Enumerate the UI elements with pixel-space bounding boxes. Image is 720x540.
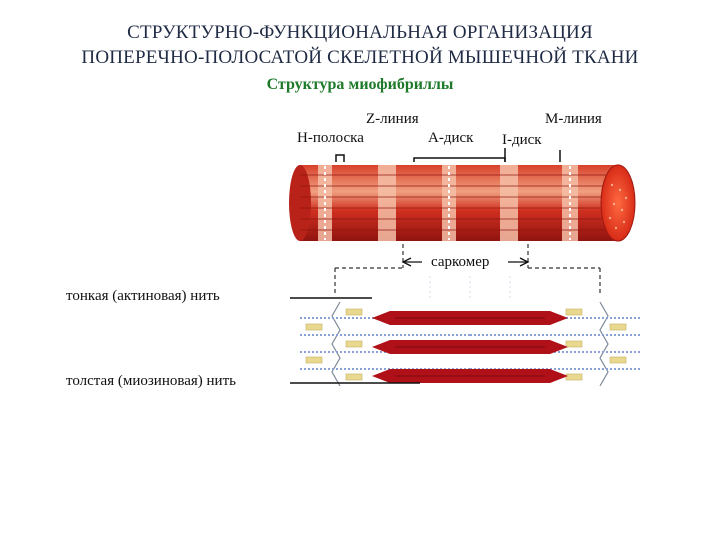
label-brackets	[335, 148, 561, 162]
title-line-1: СТРУКТУРНО-ФУНКЦИОНАЛЬНАЯ ОРГАНИЗАЦИЯ	[127, 22, 593, 43]
sarcomere-bracket	[334, 244, 601, 296]
thick-filament-label: толстая (миозиновая) нить	[66, 373, 236, 389]
z-line-label: Z-линия	[366, 111, 419, 127]
z-lines	[331, 301, 609, 387]
i-disk-label: I-диск	[502, 132, 542, 148]
title-line-2: ПОПЕРЕЧНО-ПОЛОСАТОЙ СКЕЛЕТНОЙ МЫШЕЧНОЙ Т…	[81, 47, 639, 68]
subtitle: Структура миофибриллы	[266, 76, 454, 93]
myofibril-cylinder	[289, 164, 636, 242]
thin-filament-label: тонкая (актиновая) нить	[66, 288, 220, 304]
sarcomere-label: саркомер	[431, 254, 490, 270]
myosin-heads	[395, 317, 545, 377]
sarcomere-arrows	[401, 257, 530, 267]
actin-tags	[305, 308, 627, 381]
filament-schematic	[300, 276, 640, 387]
filament-pointers	[290, 297, 420, 384]
m-line-label: М-линия	[545, 111, 602, 127]
a-disk-label: А-диск	[428, 130, 474, 146]
h-band-label: Н-полоска	[297, 130, 364, 146]
